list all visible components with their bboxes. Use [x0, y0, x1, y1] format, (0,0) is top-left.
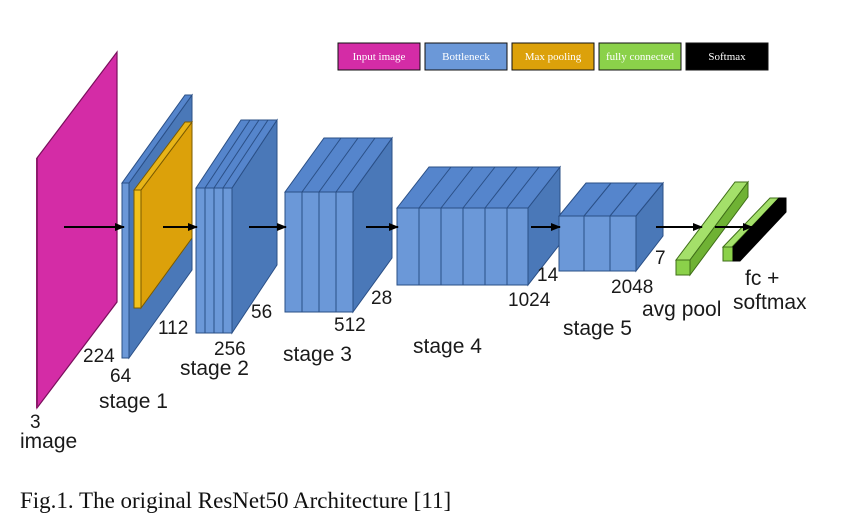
legend-item-max-pooling: Max pooling: [511, 42, 595, 71]
input-channels-label: 3: [30, 412, 41, 433]
stage-3-size-label: 28: [371, 288, 392, 309]
legend-label-fully-connected: fully connected: [606, 51, 675, 63]
stage-4-name-label: stage 4: [413, 335, 482, 358]
legend-swatch-bottleneck: [424, 42, 508, 71]
legend-swatch-max-pooling: [511, 42, 595, 71]
legend-item-bottleneck: Bottleneck: [424, 42, 508, 71]
legend-item-fully-connected: fully connected: [598, 42, 682, 71]
legend-swatch-softmax: [685, 42, 769, 71]
input-image-layer: [36, 50, 118, 410]
fc-front: [722, 246, 734, 262]
avg-pool-layer: [674, 180, 749, 277]
stage-1-block: [121, 93, 193, 360]
softmax-label: softmax: [733, 291, 807, 314]
stage-5-channels-label: 2048: [611, 277, 653, 298]
fc-softmax-layer: [721, 197, 787, 262]
stage-5-name-label: stage 5: [563, 317, 632, 340]
legend-label-softmax: Softmax: [708, 51, 746, 63]
stage-1-maxpool-front: [133, 189, 142, 309]
fc-label: fc +: [745, 267, 779, 290]
softmax-block: [732, 197, 787, 262]
stage-5-size-label: 7: [655, 248, 666, 269]
stage-1-size-label: 112: [158, 318, 188, 339]
stage-2-name-label: stage 2: [180, 357, 249, 380]
stage-2-size-label: 56: [251, 302, 272, 323]
input-size-label: 224: [83, 346, 115, 367]
stage-1-conv-top: [121, 94, 193, 184]
legend-item-input-image: Input image: [337, 42, 421, 71]
stage-4-channels-label: 1024: [508, 290, 551, 311]
stage-5-front: [558, 215, 637, 272]
legend: Input image Bottleneck Max pooling fully…: [337, 42, 769, 71]
stage-3-channels-label: 512: [334, 315, 366, 336]
legend-label-bottleneck: Bottleneck: [442, 51, 490, 63]
stage-2-channels-label: 256: [214, 339, 246, 360]
avg-pool-label: avg pool: [642, 298, 721, 321]
legend-swatch-fully-connected: [598, 42, 682, 71]
input-name-label: image: [20, 430, 77, 453]
stage-1-conv-front: [121, 182, 130, 359]
stage-4-size-label: 14: [537, 265, 559, 286]
stage-3-block: [284, 136, 393, 314]
stage-1-channels-label: 64: [110, 366, 132, 387]
legend-swatch-input-image: [337, 42, 421, 71]
stage-5-block: [557, 181, 665, 273]
stage-3-name-label: stage 3: [283, 343, 352, 366]
legend-item-softmax: Softmax: [685, 42, 769, 71]
stage-1-maxpool-top: [133, 121, 193, 191]
figure-caption: Fig.1. The original ResNet50 Architectur…: [20, 488, 452, 513]
stage-1-name-label: stage 1: [99, 390, 168, 413]
legend-label-input-image: Input image: [353, 51, 406, 63]
legend-label-max-pooling: Max pooling: [525, 51, 582, 63]
avg-pool-front: [675, 259, 691, 276]
